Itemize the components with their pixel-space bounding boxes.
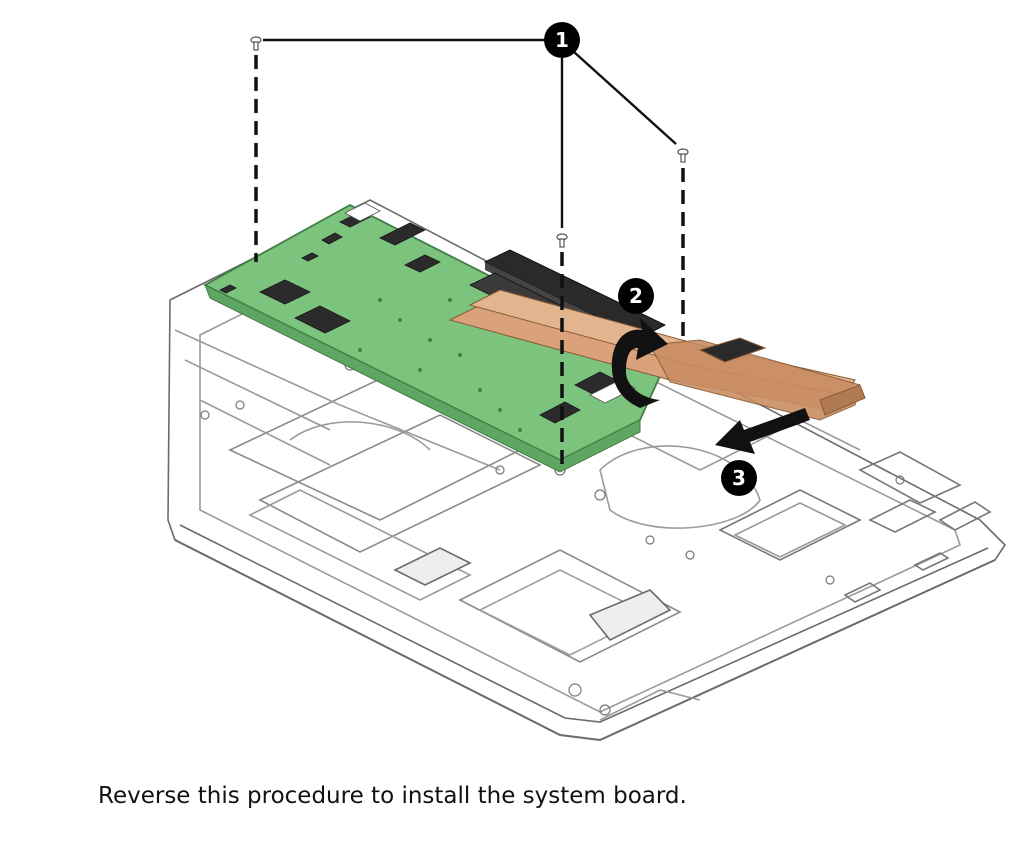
callout-1: 1 <box>544 22 580 58</box>
callout-3-label: 3 <box>732 466 746 490</box>
callout-leader-line <box>263 38 677 228</box>
callout-2-label: 2 <box>629 284 643 308</box>
system-board-removal-diagram: 1 2 3 <box>167 22 1007 742</box>
system-board <box>203 202 667 473</box>
callout-1-label: 1 <box>555 28 569 52</box>
screw <box>250 36 689 248</box>
callout-3: 3 <box>721 460 757 496</box>
callout-2: 2 <box>618 278 654 314</box>
screw-alignment-line <box>254 55 685 470</box>
lift-arrow <box>611 318 668 408</box>
caption-text: Reverse this procedure to install the sy… <box>98 783 687 809</box>
slide-out-arrow <box>715 408 810 454</box>
